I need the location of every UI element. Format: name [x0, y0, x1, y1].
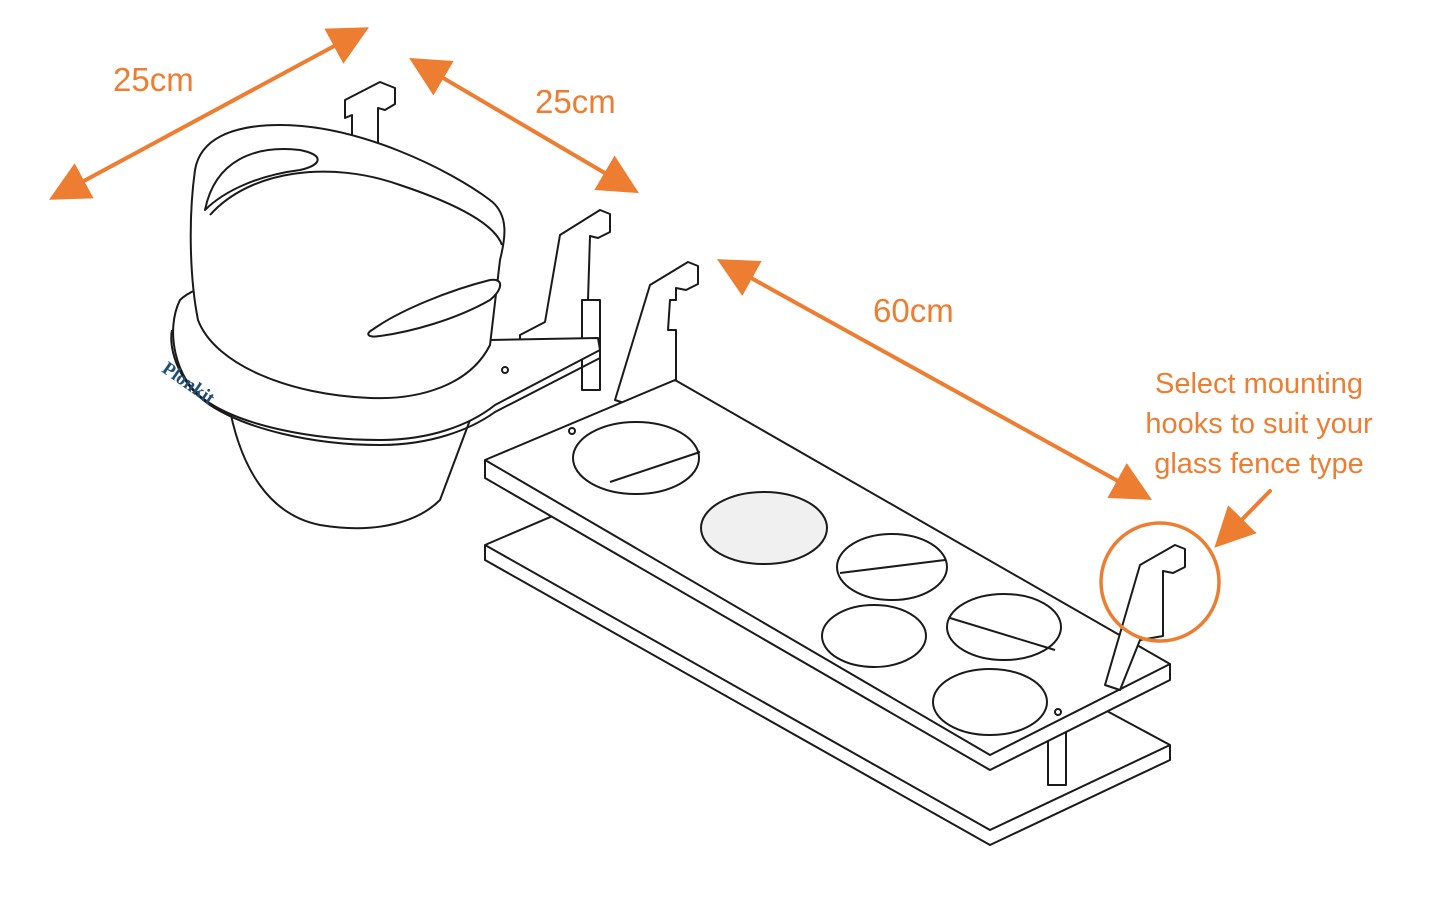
- fixing-hole: [501, 366, 509, 374]
- hook-callout: Select mounting hooks to suit your glass…: [1128, 364, 1390, 484]
- dimension-label-width: 25cm: [113, 61, 194, 98]
- callout-line-2: hooks to suit your: [1145, 408, 1373, 440]
- callout-line-1: Select mounting: [1155, 368, 1363, 400]
- cup-hole-1: [572, 421, 700, 495]
- callout-line-3: glass fence type: [1154, 448, 1364, 480]
- tray-fixing-hole-2: [1054, 708, 1062, 716]
- hook-highlight-circle: [1099, 521, 1221, 643]
- cup-hole-5: [946, 593, 1062, 661]
- arrow-callout: [1214, 489, 1272, 548]
- bucket-front-slot: [367, 278, 502, 338]
- cup-hole-6: [932, 668, 1048, 736]
- cup-hole-4: [821, 604, 927, 668]
- right-mounting-hook: [1104, 544, 1186, 691]
- tray-fixing-hole-1: [568, 427, 576, 435]
- arrow-tray-length: [717, 259, 1152, 500]
- cup-tray: [484, 261, 1186, 846]
- arrow-bucket-width: [48, 27, 370, 200]
- dimension-label-length: 60cm: [873, 292, 954, 329]
- dimension-label-depth: 25cm: [535, 83, 616, 120]
- cup-hole-2: [700, 491, 828, 565]
- arrow-bucket-depth: [409, 57, 639, 194]
- annotations: [48, 27, 1272, 643]
- left-mounting-hook: [614, 261, 699, 406]
